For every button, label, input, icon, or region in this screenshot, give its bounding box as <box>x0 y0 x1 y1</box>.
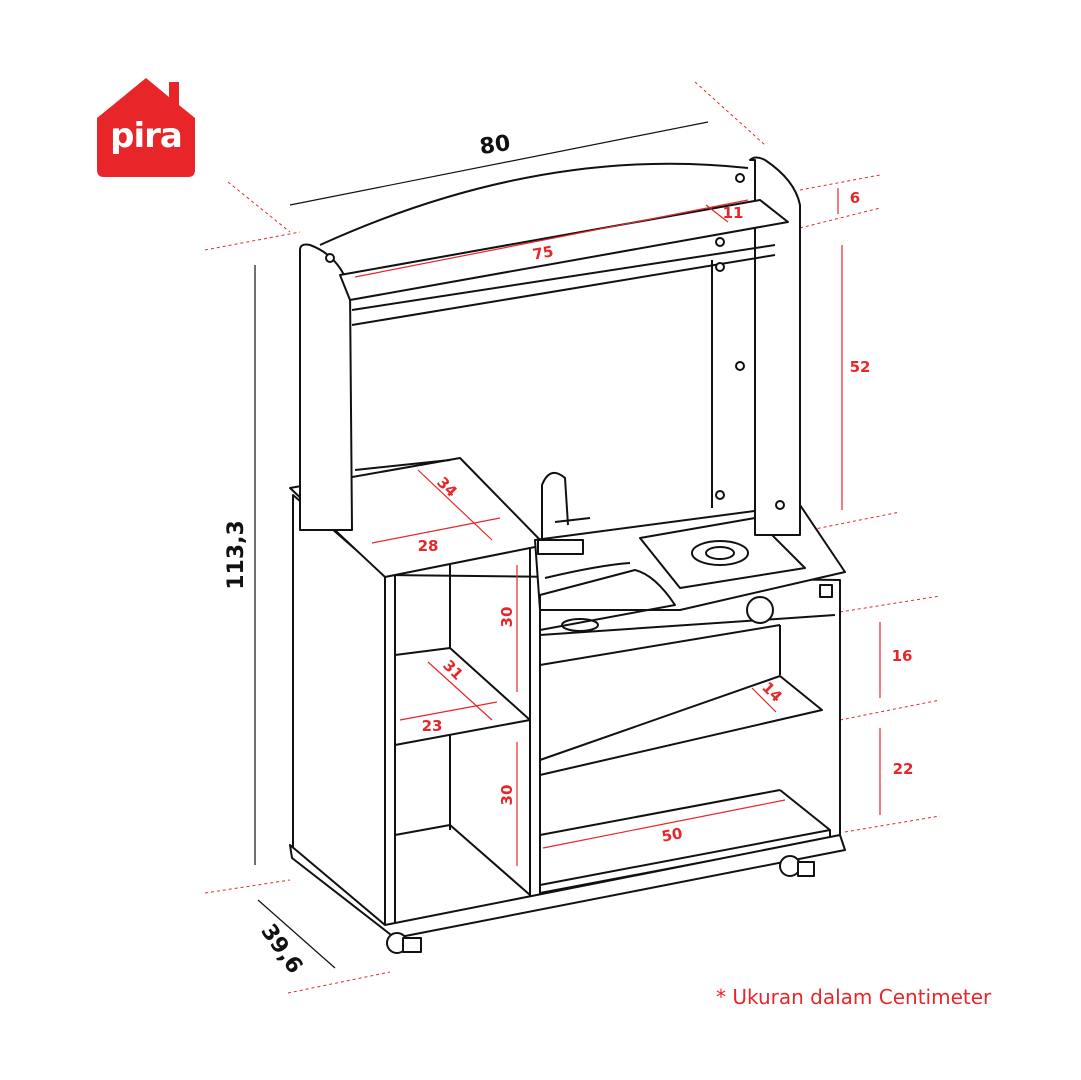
detail-dimension-arrows <box>354 188 881 866</box>
pira-logo: pira <box>97 78 195 178</box>
dim-overall-width: 80 <box>478 131 512 160</box>
dim-overall-height: 113,3 <box>224 520 249 590</box>
dim-left-upper-height: 30 <box>498 607 516 628</box>
dim-left-lower-height: 30 <box>498 785 516 806</box>
dim-shelf-top-depth: 11 <box>723 204 744 222</box>
dim-shelf-top-length: 75 <box>531 242 555 263</box>
dim-overall-depth: 39,6 <box>255 920 307 979</box>
dim-upper-opening-height: 52 <box>850 358 871 376</box>
dim-right-lower-height: 22 <box>893 760 914 778</box>
dim-left-counter-width: 28 <box>418 537 439 555</box>
kitchen-furniture <box>289 156 846 954</box>
house-icon <box>97 78 195 177</box>
dim-bottom-inner-width: 50 <box>660 824 684 845</box>
overall-dimension-arrows <box>254 121 709 969</box>
logo-text: pira <box>110 116 183 156</box>
dim-left-shelf-width: 23 <box>422 717 443 735</box>
extension-lines <box>204 81 941 994</box>
dim-right-upper-height: 16 <box>892 647 913 665</box>
dim-top-board-height: 6 <box>850 189 860 207</box>
units-footnote: * Ukuran dalam Centimeter <box>716 985 992 1009</box>
